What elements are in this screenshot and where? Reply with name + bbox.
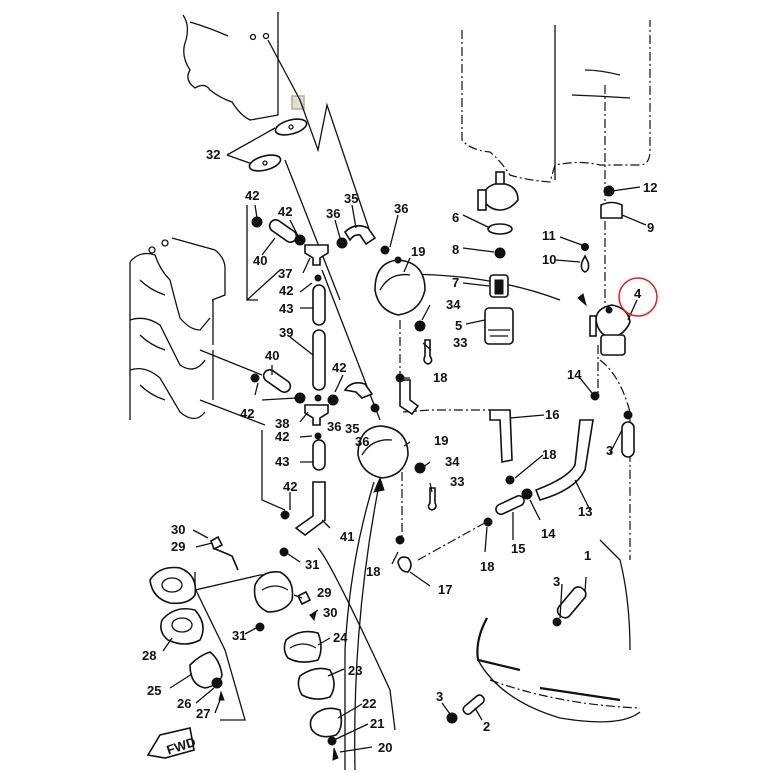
powerhead-outline-top [182,12,279,121]
callout-19[interactable]: 19 [411,244,425,259]
callout-29[interactable]: 29 [317,585,331,600]
callout-14[interactable]: 14 [541,526,556,541]
callout-2[interactable]: 2 [483,719,490,734]
callout-6[interactable]: 6 [452,210,459,225]
gaskets-32 [248,118,308,172]
callout-42[interactable]: 42 [245,188,259,203]
callout-1[interactable]: 1 [584,548,591,563]
lower-cowling-outline-bottom-right [476,539,641,723]
callout-12[interactable]: 12 [643,180,657,195]
callout-33[interactable]: 33 [450,474,464,489]
callout-40[interactable]: 40 [265,348,279,363]
callout-36[interactable]: 36 [394,201,408,216]
callout-19[interactable]: 19 [434,433,448,448]
callout-42[interactable]: 42 [283,479,297,494]
callout-9[interactable]: 9 [647,220,654,235]
callout-42[interactable]: 42 [240,406,254,421]
callout-33[interactable]: 33 [453,335,467,350]
callout-42[interactable]: 42 [332,360,346,375]
callout-38[interactable]: 38 [275,416,289,431]
callout-40[interactable]: 40 [253,253,267,268]
callout-8[interactable]: 8 [452,242,459,257]
hoses [262,219,635,619]
callout-18[interactable]: 18 [433,370,447,385]
callout-30[interactable]: 30 [323,605,337,620]
pump-rebuild-parts [149,535,343,761]
callout-25[interactable]: 25 [147,683,161,698]
callout-3[interactable]: 3 [436,689,443,704]
callout-42[interactable]: 42 [275,429,289,444]
callout-5[interactable]: 5 [455,318,462,333]
callout-41[interactable]: 41 [340,529,354,544]
callout-4-highlighted[interactable]: 4 [634,286,642,301]
cylinder-block-outline [129,237,226,420]
fittings-and-clips [250,216,633,724]
fwd-badge: FWD [146,727,197,759]
callout-18[interactable]: 18 [366,564,380,579]
bracket-9 [580,185,623,273]
fuel-pump-lower [357,425,409,479]
callout-37[interactable]: 37 [278,266,292,281]
callout-27[interactable]: 27 [196,706,210,721]
callout-24[interactable]: 24 [333,630,348,645]
leader-lines [189,39,631,770]
callout-leaders [162,186,647,753]
callout-20[interactable]: 20 [378,740,392,755]
callout-36[interactable]: 36 [355,434,369,449]
callout-32[interactable]: 32 [206,147,220,162]
callout-23[interactable]: 23 [348,663,362,678]
callout-42[interactable]: 42 [279,283,293,298]
callout-3[interactable]: 3 [553,574,560,589]
callout-43[interactable]: 43 [275,454,289,469]
callout-3[interactable]: 3 [606,443,613,458]
callout-10[interactable]: 10 [542,252,556,267]
callout-labels[interactable]: 32 42 42 35 36 36 40 37 42 43 39 40 42 4… [142,147,657,755]
callout-34[interactable]: 34 [445,454,460,469]
callout-16[interactable]: 16 [545,407,559,422]
callout-42[interactable]: 42 [278,204,292,219]
callout-21[interactable]: 21 [370,716,384,731]
fuel-filter-assembly [477,171,519,345]
callout-31[interactable]: 31 [232,628,246,643]
callout-35[interactable]: 35 [345,421,359,436]
callout-26[interactable]: 26 [177,696,191,711]
callout-29[interactable]: 29 [171,539,185,554]
lower-cowling-outline-top-right [461,20,651,183]
callout-36[interactable]: 36 [326,206,340,221]
callout-34[interactable]: 34 [446,297,461,312]
callout-30[interactable]: 30 [171,522,185,537]
callout-18[interactable]: 18 [480,559,494,574]
callout-43[interactable]: 43 [279,301,293,316]
callout-31[interactable]: 31 [305,557,319,572]
callout-39[interactable]: 39 [279,325,293,340]
fuel-filter-4 [589,304,631,356]
callout-36[interactable]: 36 [327,419,341,434]
highlight-circle-part-4 [618,277,658,317]
callout-14[interactable]: 14 [567,367,582,382]
flow-arrows [354,293,587,771]
callout-7[interactable]: 7 [452,275,459,290]
callout-13[interactable]: 13 [578,504,592,519]
callout-11[interactable]: 11 [542,228,556,243]
callout-22[interactable]: 22 [362,696,376,711]
callout-35[interactable]: 35 [344,191,358,206]
fuel-pump-upper [374,256,426,316]
callout-15[interactable]: 15 [511,541,525,556]
callout-28[interactable]: 28 [142,648,156,663]
callout-18[interactable]: 18 [542,447,556,462]
callout-17[interactable]: 17 [438,582,452,597]
